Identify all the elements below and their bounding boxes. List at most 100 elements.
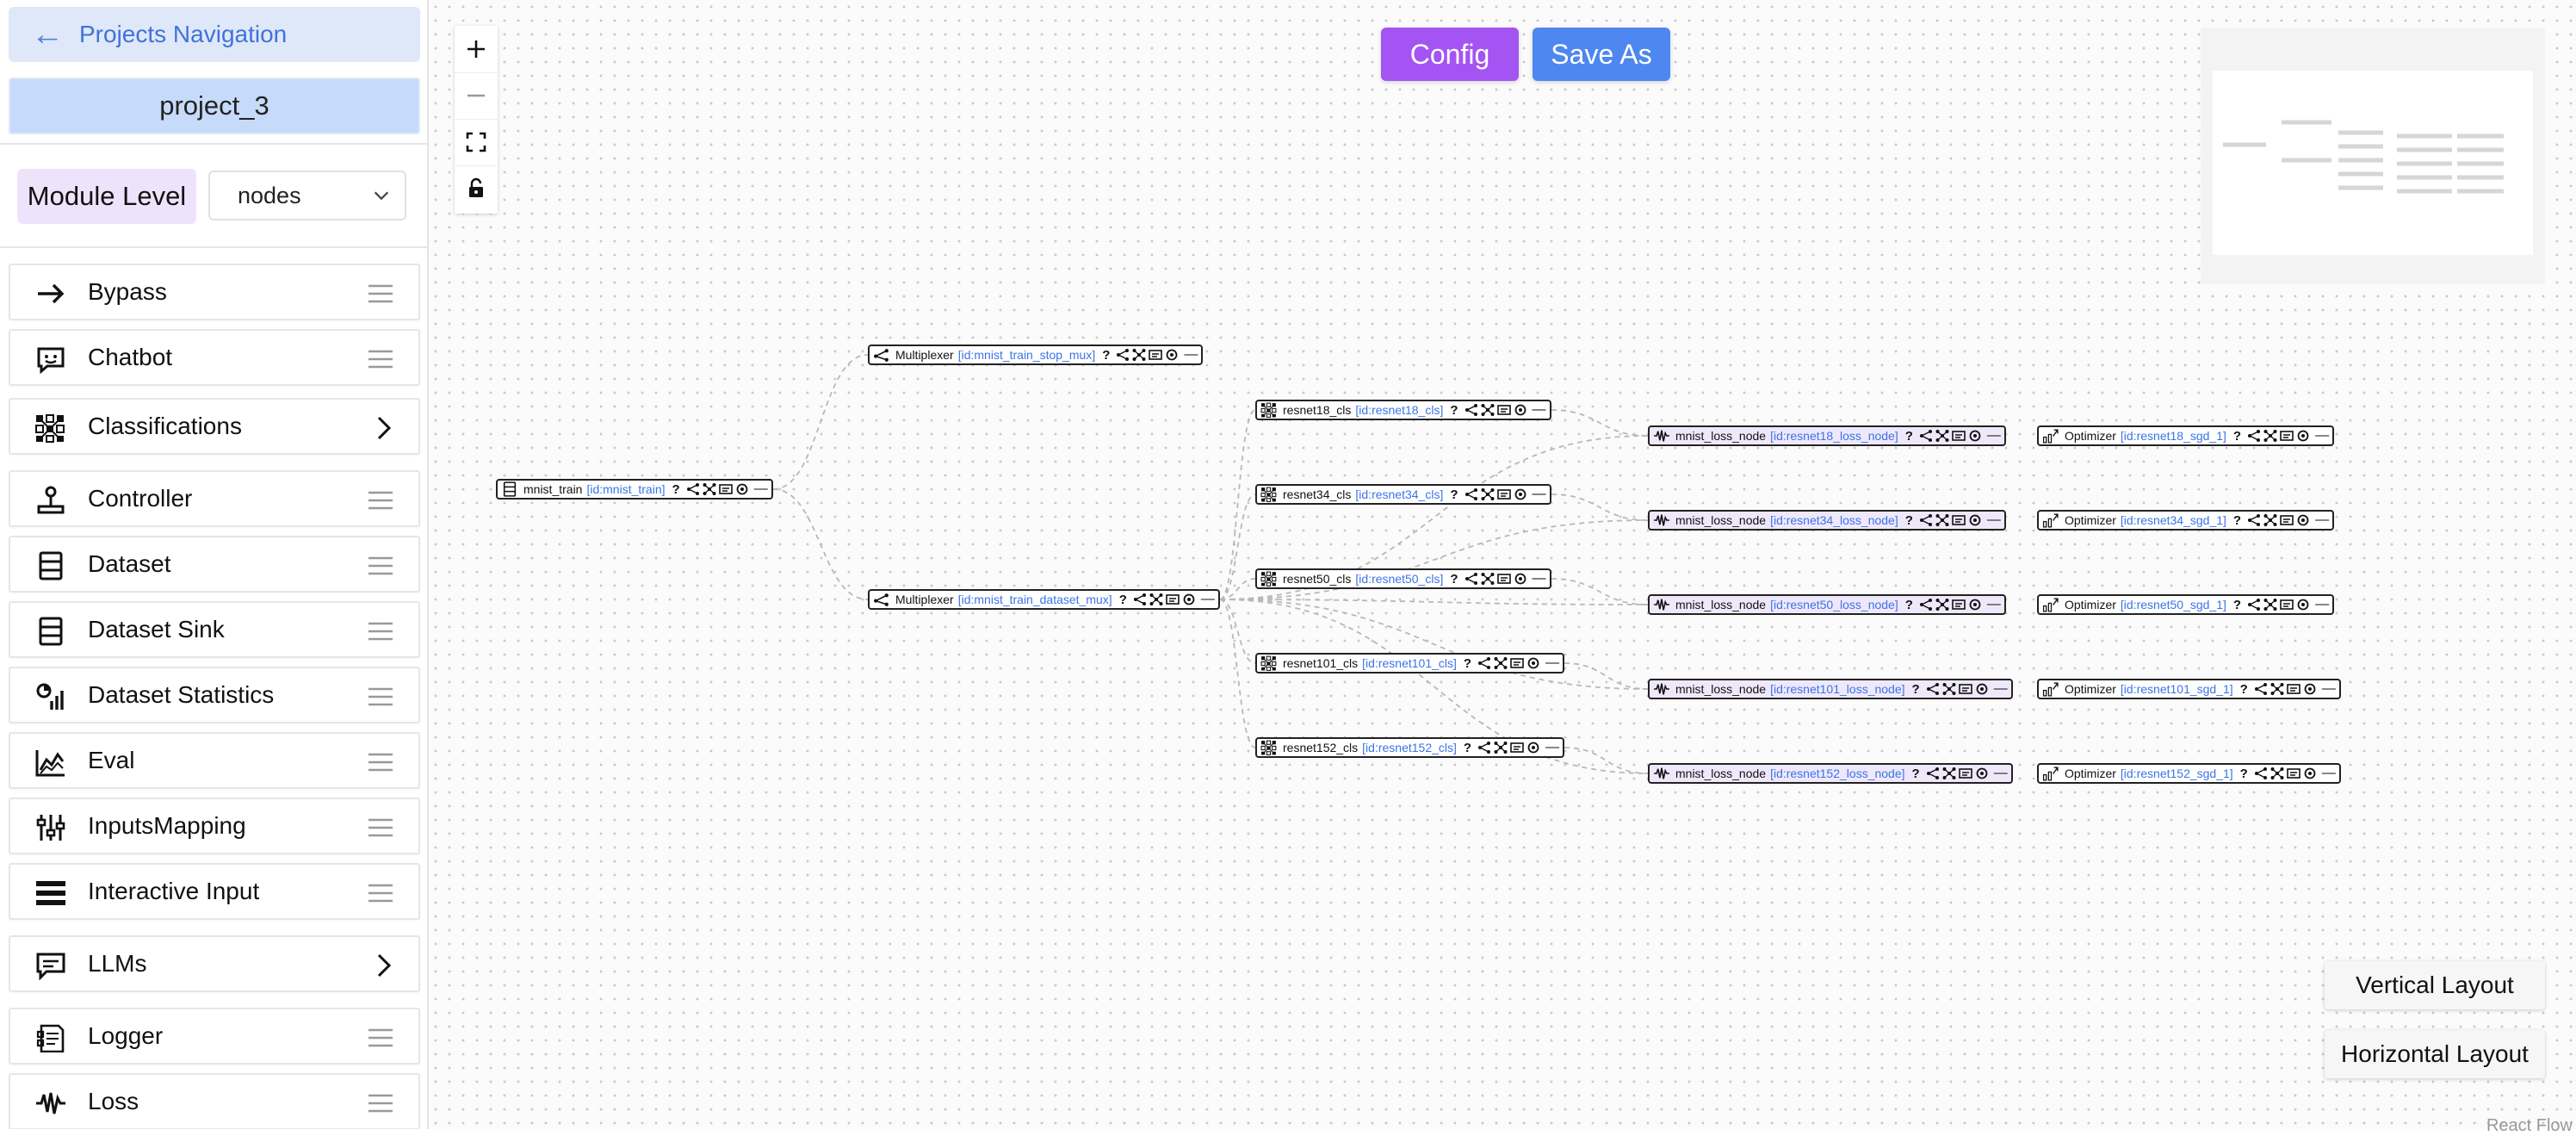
help-icon[interactable]: ? (1463, 655, 1472, 671)
settings-icon[interactable] (1975, 682, 1989, 696)
collapse-icon[interactable]: — (1993, 766, 2008, 780)
drag-handle-icon[interactable] (367, 556, 394, 575)
graph-icon[interactable] (2270, 767, 2284, 780)
graph-icon[interactable] (1935, 513, 1949, 527)
help-icon[interactable]: ? (2232, 428, 2242, 444)
module-item-dataset-statistics[interactable]: Dataset Statistics (9, 667, 420, 723)
help-icon[interactable]: ? (1450, 487, 1458, 502)
share-icon[interactable] (1919, 513, 1933, 527)
card-icon[interactable] (2280, 513, 2294, 527)
graph-icon[interactable] (2263, 513, 2277, 527)
card-icon[interactable] (1496, 572, 1511, 586)
share-icon[interactable] (2254, 682, 2268, 696)
help-icon[interactable]: ? (1118, 592, 1127, 607)
graph-node-mnist-train[interactable]: mnist_train[id:mnist_train]?— (496, 479, 773, 500)
settings-icon[interactable] (1526, 741, 1540, 754)
graph-node-r18[interactable]: resnet18_cls[id:resnet18_cls]?— (1255, 400, 1551, 420)
share-icon[interactable] (1464, 487, 1478, 501)
module-item-dataset[interactable]: Dataset (9, 536, 420, 593)
collapse-icon[interactable]: — (1532, 487, 1546, 501)
collapse-icon[interactable]: — (1184, 347, 1198, 362)
card-icon[interactable] (1958, 682, 1972, 696)
graph-icon[interactable] (1481, 487, 1495, 501)
graph-node-l101[interactable]: mnist_loss_node[id:resnet101_loss_node]?… (1648, 679, 2013, 699)
graph-icon[interactable] (1481, 403, 1495, 417)
card-icon[interactable] (1149, 348, 1163, 362)
collapse-icon[interactable]: — (753, 481, 768, 496)
module-level-select[interactable]: nodes (208, 171, 406, 220)
card-icon[interactable] (1952, 429, 1966, 443)
card-icon[interactable] (1952, 513, 1966, 527)
graph-node-o34[interactable]: Optimizer[id:resnet34_sgd_1]?— (2037, 510, 2335, 531)
module-item-loss[interactable]: Loss (9, 1073, 420, 1129)
help-icon[interactable]: ? (2239, 681, 2248, 697)
help-icon[interactable]: ? (1463, 740, 1472, 755)
card-icon[interactable] (2287, 682, 2300, 696)
settings-icon[interactable] (1514, 403, 1527, 417)
graph-icon[interactable] (1935, 429, 1949, 443)
graph-icon[interactable] (1481, 572, 1495, 586)
share-icon[interactable] (1464, 403, 1478, 417)
settings-icon[interactable] (1165, 348, 1179, 362)
graph-icon[interactable] (1494, 741, 1508, 754)
module-item-logger[interactable]: Logger (9, 1008, 420, 1065)
help-icon[interactable]: ? (2232, 597, 2242, 612)
collapse-icon[interactable]: — (1993, 681, 2008, 696)
graph-icon[interactable] (1132, 348, 1146, 362)
help-icon[interactable]: ? (1450, 402, 1458, 418)
zoom-out-button[interactable] (455, 72, 498, 120)
graph-icon[interactable] (1149, 593, 1163, 606)
settings-icon[interactable] (1968, 429, 1982, 443)
help-icon[interactable]: ? (2232, 512, 2242, 528)
react-flow-attribution[interactable]: React Flow (2486, 1116, 2573, 1135)
settings-icon[interactable] (1968, 598, 1982, 611)
card-icon[interactable] (1510, 656, 1524, 670)
graph-node-dataset-mux[interactable]: Multiplexer[id:mnist_train_dataset_mux]?… (868, 589, 1220, 610)
zoom-in-button[interactable] (455, 26, 498, 73)
graph-icon[interactable] (2263, 598, 2277, 611)
module-item-chatbot[interactable]: Chatbot (9, 329, 420, 386)
settings-icon[interactable] (735, 482, 749, 496)
drag-handle-icon[interactable] (367, 687, 394, 706)
collapse-icon[interactable]: — (1545, 740, 1560, 754)
collapse-icon[interactable]: — (1532, 571, 1546, 586)
share-icon[interactable] (2247, 429, 2261, 443)
share-icon[interactable] (1477, 656, 1491, 670)
graph-node-r34[interactable]: resnet34_cls[id:resnet34_cls]?— (1255, 484, 1551, 505)
module-item-classifications[interactable]: Classifications (9, 398, 420, 455)
help-icon[interactable]: ? (1904, 428, 1913, 444)
module-item-llms[interactable]: LLMs (9, 935, 420, 992)
collapse-icon[interactable]: — (1200, 592, 1215, 606)
share-icon[interactable] (1116, 348, 1130, 362)
projects-navigation-button[interactable]: ← Projects Navigation (9, 7, 420, 62)
card-icon[interactable] (1496, 487, 1511, 501)
help-icon[interactable]: ? (2239, 766, 2248, 781)
graph-icon[interactable] (1942, 682, 1956, 696)
settings-icon[interactable] (2296, 513, 2310, 527)
settings-icon[interactable] (2303, 767, 2317, 780)
graph-node-o50[interactable]: Optimizer[id:resnet50_sgd_1]?— (2037, 594, 2335, 615)
card-icon[interactable] (1510, 741, 1524, 754)
settings-icon[interactable] (1514, 487, 1527, 501)
settings-icon[interactable] (1182, 593, 1196, 606)
graph-icon[interactable] (2270, 682, 2284, 696)
graph-icon[interactable] (1942, 767, 1956, 780)
share-icon[interactable] (1919, 598, 1933, 611)
collapse-icon[interactable]: — (1986, 597, 2001, 611)
share-icon[interactable] (2247, 513, 2261, 527)
collapse-icon[interactable]: — (2315, 512, 2330, 527)
card-icon[interactable] (1496, 403, 1511, 417)
graph-node-l152[interactable]: mnist_loss_node[id:resnet152_loss_node]?… (1648, 763, 2013, 784)
share-icon[interactable] (1926, 682, 1940, 696)
graph-node-r152[interactable]: resnet152_cls[id:resnet152_cls]?— (1255, 737, 1565, 758)
share-icon[interactable] (1477, 741, 1491, 754)
drag-handle-icon[interactable] (367, 1028, 394, 1047)
module-item-inputsmapping[interactable]: InputsMapping (9, 798, 420, 854)
drag-handle-icon[interactable] (367, 818, 394, 837)
collapse-icon[interactable]: — (1986, 428, 2001, 443)
graph-node-l34[interactable]: mnist_loss_node[id:resnet34_loss_node]?— (1648, 510, 2006, 531)
card-icon[interactable] (2287, 767, 2300, 780)
card-icon[interactable] (2280, 429, 2294, 443)
share-icon[interactable] (2247, 598, 2261, 611)
share-icon[interactable] (1926, 767, 1940, 780)
